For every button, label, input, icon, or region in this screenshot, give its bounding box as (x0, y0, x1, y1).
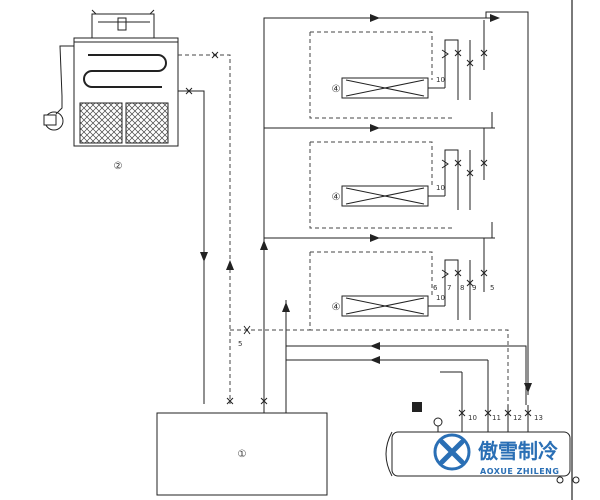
cooler-2-valve-number: 10 (436, 184, 445, 192)
air-cooler-group-1: ④ 10 (264, 14, 500, 132)
main-riser-1 (263, 17, 495, 413)
valve-icon (211, 51, 219, 59)
condenser-label: ② (114, 161, 123, 172)
flow-arrow-up (282, 302, 290, 312)
valve-icon (226, 397, 234, 405)
air-cooler-group-2: ④ 10 (264, 127, 495, 242)
valve-number: 5 (238, 340, 242, 348)
valve-icon (243, 325, 251, 335)
receiver-tank: ① (156, 412, 328, 496)
valve-number: 10 (468, 414, 477, 422)
valve-number: 11 (492, 414, 501, 422)
watermark-chinese-text: 傲雪制冷 (478, 439, 558, 463)
cooler-3-valve-number: 10 (436, 294, 445, 302)
condenser-gas-line (178, 90, 205, 404)
valve-icon (185, 87, 193, 95)
flow-arrow-down (200, 252, 208, 262)
condenser-liquid-line (178, 54, 231, 404)
flow-arrow-down (524, 383, 532, 393)
valve-number: 8 (460, 284, 464, 292)
watermark-english-text: AOXUE ZHILENG (480, 467, 559, 476)
condenser-unit: ② (43, 9, 179, 172)
cooler-3-label: ④ (332, 302, 341, 313)
cooler-2-label: ④ (332, 192, 341, 203)
brand-watermark: 傲雪制冷 AOXUE ZHILENG (433, 433, 559, 476)
valve-number: 9 (472, 284, 476, 292)
tank-label: ① (238, 449, 247, 460)
valve-number: 7 (447, 284, 451, 292)
valve-number: 12 (513, 414, 522, 422)
flow-arrow-up (226, 260, 234, 270)
cooler-1-label: ④ (332, 84, 341, 95)
cooler-1-valve-number: 10 (436, 76, 445, 84)
valve-icon (260, 397, 268, 405)
air-cooler-group-3: ④ 10 6 7 8 9 5 (264, 237, 527, 405)
valve-number: 13 (534, 414, 543, 422)
flow-arrow-left (370, 342, 380, 350)
valve-number: 6 (433, 284, 438, 292)
valve-number: 5 (490, 284, 494, 292)
right-main-line (485, 11, 529, 395)
flow-arrow-up (260, 240, 268, 250)
logo-x-icon (439, 439, 465, 465)
